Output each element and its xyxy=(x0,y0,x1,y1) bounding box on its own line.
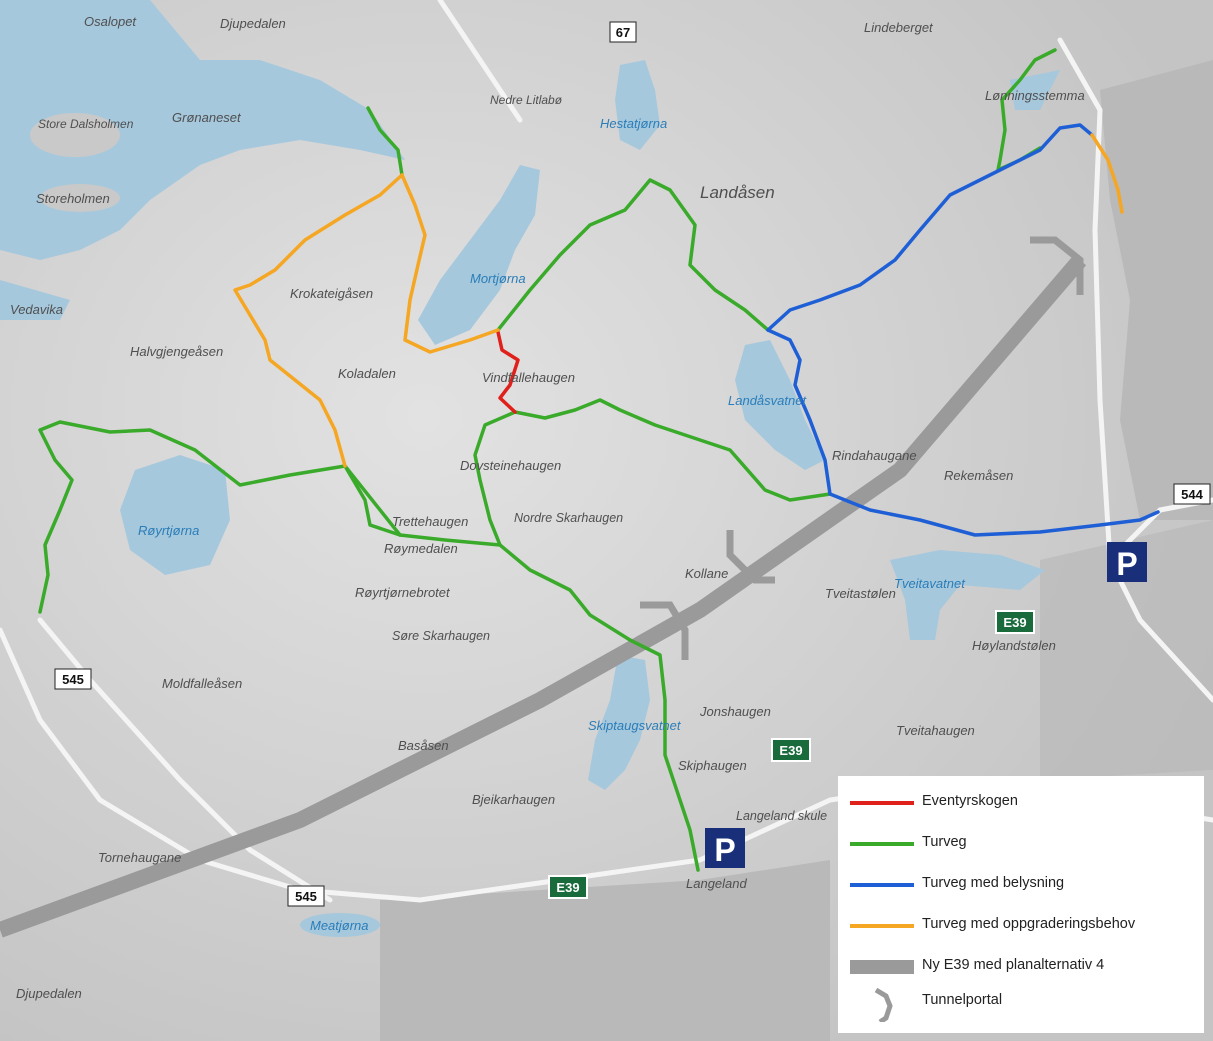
legend-label: Turveg med oppgraderingsbehov xyxy=(922,916,1136,932)
tunnel-portals xyxy=(640,236,1084,660)
legend-item-turveg-oppgradering: Turveg med oppgraderingsbehov xyxy=(838,914,1204,938)
trails-belysning xyxy=(766,123,1160,537)
place-labels: Osalopet Djupedalen Lindeberget Nedre Li… xyxy=(10,14,1085,1001)
trails-oppgradering xyxy=(233,133,1124,468)
ny-e39-route xyxy=(0,254,1087,938)
road-shields: 67 544 545 545 xyxy=(54,21,1211,907)
svg-text:E39: E39 xyxy=(1003,615,1026,630)
place-label: Djupedalen xyxy=(16,986,82,1001)
place-label: Røyrtjørnebrotet xyxy=(355,585,451,600)
place-label: Moldfalleåsen xyxy=(162,676,242,691)
place-label: Rekemåsen xyxy=(944,468,1013,483)
legend-swatch-gray-band xyxy=(850,960,914,974)
svg-text:544: 544 xyxy=(1181,487,1203,502)
tunnel-portal-icon xyxy=(640,601,689,660)
e39-shield: E39 xyxy=(771,738,811,762)
water-label: Meatjørna xyxy=(310,918,369,933)
svg-text:E39: E39 xyxy=(556,880,579,895)
place-label: Lønningsstemma xyxy=(985,88,1085,103)
legend-label: Tunnelportal xyxy=(922,992,1003,1008)
place-label: Halvgjengeåsen xyxy=(130,344,223,359)
road-shield-545: 545 xyxy=(287,885,325,907)
parking-signs: P P xyxy=(705,542,1147,868)
place-label: Nordre Skarhaugen xyxy=(514,511,623,525)
e39-shield: E39 xyxy=(548,875,588,899)
place-label: Nedre Litlabø xyxy=(490,93,563,107)
place-label: Søre Skarhaugen xyxy=(392,629,490,643)
tunnel-portal-icon xyxy=(874,987,893,1022)
place-label: Lindeberget xyxy=(864,20,934,35)
place-label: Rindahaugane xyxy=(832,448,917,463)
water-label: Landåsvatnet xyxy=(728,393,807,408)
place-label: Langeland xyxy=(686,876,747,891)
svg-text:P: P xyxy=(714,832,735,868)
water-bodies xyxy=(0,0,1060,937)
place-label: Skiphaugen xyxy=(678,758,747,773)
place-label: Basåsen xyxy=(398,738,449,753)
place-label: Krokateigåsen xyxy=(290,286,373,301)
place-label: Tornehaugane xyxy=(98,850,181,865)
svg-text:545: 545 xyxy=(62,672,84,687)
parking-icon: P xyxy=(1107,542,1147,582)
water-label: Hestatjørna xyxy=(600,116,667,131)
place-label: Langeland skule xyxy=(736,809,827,823)
place-label: Storeholmen xyxy=(36,191,110,206)
place-label: Osalopet xyxy=(84,14,137,29)
legend-item-eventyrskogen: Eventyrskogen xyxy=(838,791,1204,815)
parking-icon: P xyxy=(705,828,745,868)
place-label: Dovsteinehaugen xyxy=(460,458,561,473)
place-label: Vedavika xyxy=(10,302,63,317)
water-label: Tveitavatnet xyxy=(894,576,966,591)
place-label: Jonshaugen xyxy=(699,704,771,719)
map-legend: Eventyrskogen Turveg Turveg med belysnin… xyxy=(838,776,1204,1033)
place-label: Landåsen xyxy=(700,183,775,202)
place-label: Tveitastølen xyxy=(825,586,896,601)
svg-text:E39: E39 xyxy=(779,743,802,758)
place-label: Store Dalsholmen xyxy=(38,117,134,131)
svg-text:545: 545 xyxy=(295,889,317,904)
svg-text:67: 67 xyxy=(616,25,630,40)
place-label: Vindfallehaugen xyxy=(482,370,575,385)
water-label: Skiptaugsvatnet xyxy=(588,718,682,733)
place-label: Tveitahaugen xyxy=(896,723,975,738)
e39-shield: E39 xyxy=(995,610,1035,634)
e39-shields: E39 E39 E39 xyxy=(548,610,1035,899)
place-label: Djupedalen xyxy=(220,16,286,31)
legend-swatch-green-line xyxy=(850,842,914,846)
water-label: Røyrtjørna xyxy=(138,523,199,538)
legend-item-tunnelportal: Tunnelportal xyxy=(838,987,1204,1022)
road-shield-67: 67 xyxy=(609,21,637,43)
road-shield-545: 545 xyxy=(54,668,92,690)
legend-item-turveg-belysning: Turveg med belysning xyxy=(838,873,1204,897)
svg-text:P: P xyxy=(1116,546,1137,582)
water-label: Mortjørna xyxy=(470,271,526,286)
legend-swatch-orange-line xyxy=(850,924,914,928)
legend-label: Ny E39 med planalternativ 4 xyxy=(922,957,1105,973)
place-label: Røymedalen xyxy=(384,541,458,556)
legend-swatch-red-line xyxy=(850,801,914,805)
place-label: Høylandstølen xyxy=(972,638,1056,653)
legend-item-ny-e39: Ny E39 med planalternativ 4 xyxy=(838,955,1204,979)
place-label: Trettehaugen xyxy=(392,514,468,529)
trails-eventyrskogen xyxy=(496,330,520,414)
place-label: Grønaneset xyxy=(172,110,242,125)
place-label: Bjeikarhaugen xyxy=(472,792,555,807)
place-label: Kollane xyxy=(685,566,728,581)
legend-label: Turveg xyxy=(922,834,967,850)
legend-item-turveg: Turveg xyxy=(838,832,1204,856)
built-area xyxy=(380,60,1213,1041)
place-label: Koladalen xyxy=(338,366,396,381)
legend-swatch-blue-line xyxy=(850,883,914,887)
tunnel-portal-icon xyxy=(726,530,775,584)
legend-label: Eventyrskogen xyxy=(922,793,1018,809)
water-labels: Hestatjørna Mortjørna Landåsvatnet Røyrt… xyxy=(138,116,966,933)
legend-label: Turveg med belysning xyxy=(922,875,1065,891)
tunnel-portal-icon xyxy=(1030,236,1084,295)
road-shield-544: 544 xyxy=(1173,483,1211,505)
